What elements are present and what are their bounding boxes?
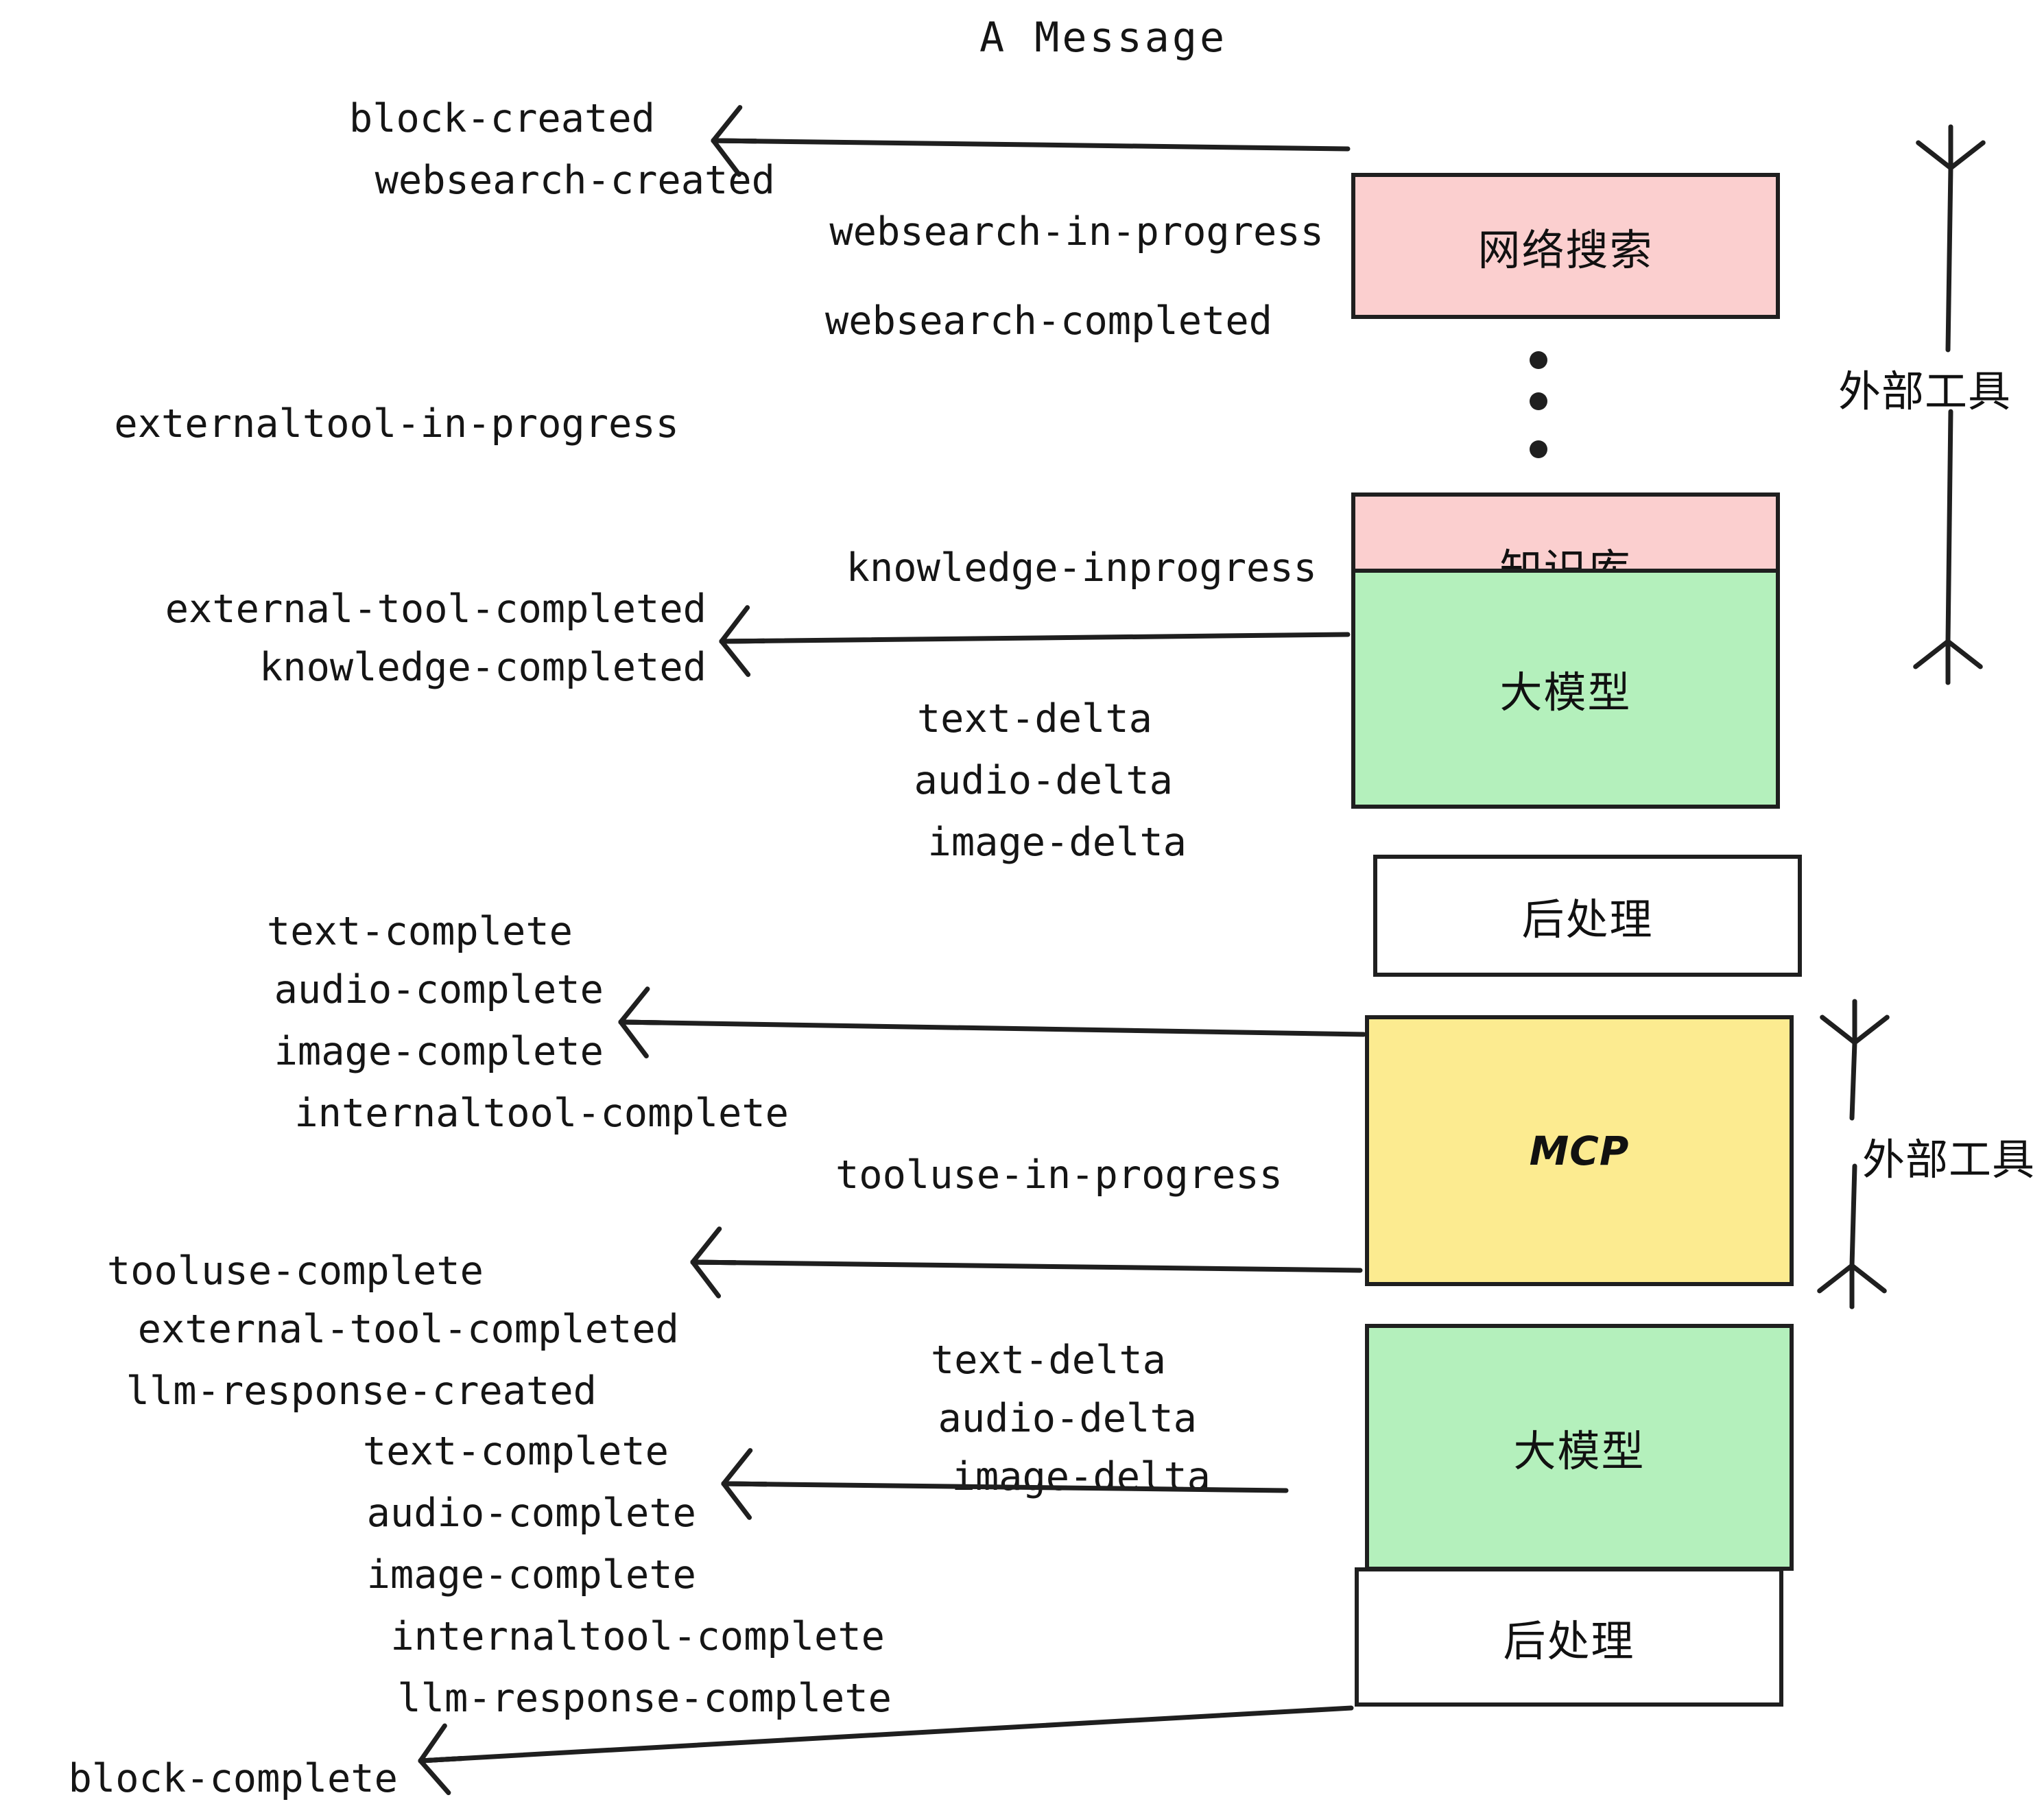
event-label: internaltool-complete <box>294 1091 789 1136</box>
process-box: 大模型 <box>1351 569 1780 809</box>
event-label: tooluse-in-progress <box>835 1152 1283 1198</box>
event-label: block-created <box>348 96 655 141</box>
event-label: text-delta <box>916 696 1152 741</box>
event-label: external-tool-completed <box>137 1307 679 1352</box>
process-box: 大模型 <box>1365 1324 1794 1571</box>
event-label: image-complete <box>274 1029 604 1074</box>
event-label: image-delta <box>927 820 1187 865</box>
event-label: internaltool-complete <box>390 1614 885 1659</box>
block-created-arrow <box>711 105 1351 177</box>
image-complete-arrow <box>618 986 1366 1058</box>
event-label: audio-complete <box>366 1491 696 1536</box>
event-label: external-tool-completed <box>165 586 706 632</box>
event-label: websearch-created <box>375 158 775 203</box>
page-title: A Message <box>979 14 1228 62</box>
event-label: websearch-completed <box>824 298 1272 344</box>
event-label: audio-complete <box>274 967 604 1012</box>
event-label: audio-delta <box>938 1396 1198 1441</box>
process-box: MCP <box>1365 1015 1794 1286</box>
event-label: block-complete <box>68 1756 398 1801</box>
ellipsis-dot-icon <box>1530 351 1547 369</box>
process-box: 网络搜索 <box>1351 173 1780 319</box>
event-label: websearch-in-progress <box>829 209 1324 254</box>
ellipsis-dot-icon <box>1530 392 1547 410</box>
event-label: tooluse-complete <box>106 1248 484 1294</box>
process-box: 后处理 <box>1373 855 1802 977</box>
knowledge-completed-arrow <box>719 605 1351 677</box>
event-label: llm-response-complete <box>397 1676 892 1721</box>
event-label: text-complete <box>266 909 573 954</box>
process-box: 后处理 <box>1355 1567 1783 1707</box>
external-tool-annotation: 外部工具 <box>1862 1135 2036 1185</box>
event-label: text-complete <box>362 1429 669 1474</box>
event-label: externaltool-in-progress <box>114 401 679 447</box>
event-label: llm-response-created <box>126 1368 597 1414</box>
event-label: knowledge-inprogress <box>846 545 1317 591</box>
external-tool-annotation: 外部工具 <box>1838 366 2012 416</box>
ellipsis-dot-icon <box>1530 440 1547 458</box>
tooluse-complete-arrow <box>690 1226 1363 1298</box>
event-label: image-complete <box>366 1552 696 1598</box>
event-label: knowledge-completed <box>259 645 706 690</box>
event-label: text-delta <box>930 1338 1166 1383</box>
event-label: audio-delta <box>914 758 1174 803</box>
event-label: image-delta <box>951 1454 1211 1499</box>
